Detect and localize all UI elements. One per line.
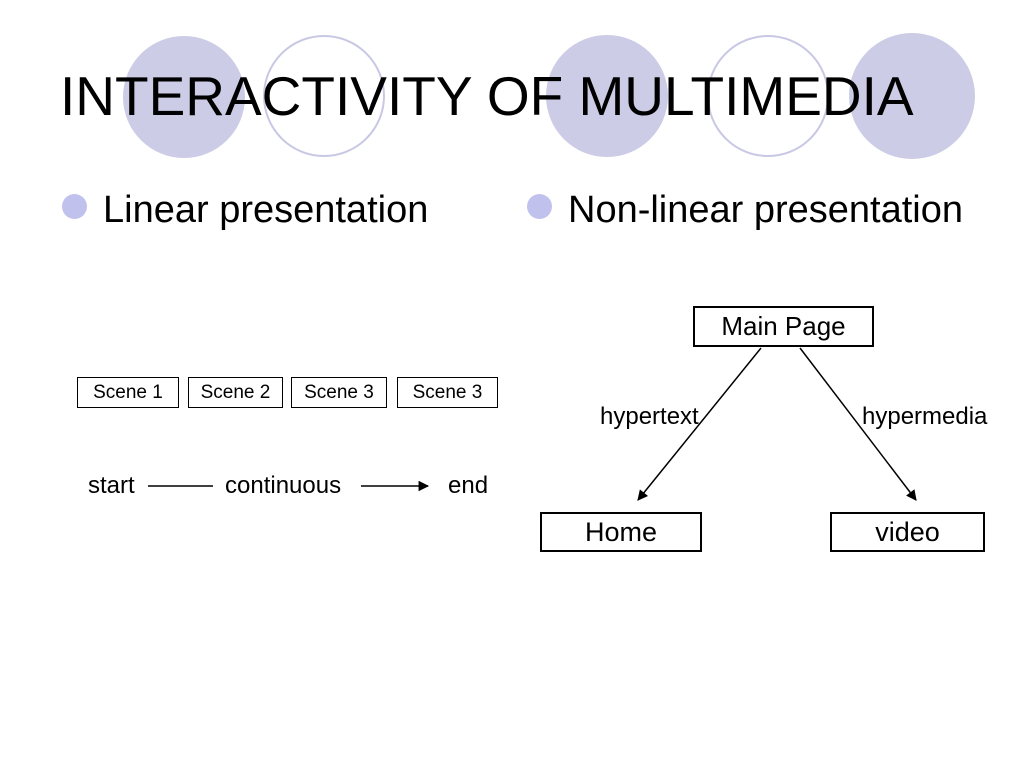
node-home: Home (540, 512, 702, 552)
flow-label-end: end (448, 472, 489, 499)
bullet-nonlinear-presentation: Non-linear presentation (568, 189, 964, 231)
decorative-circle-filled (546, 35, 668, 157)
scene-box: Scene 3 (291, 377, 387, 408)
decorative-circle-outline (707, 35, 829, 157)
scene-box: Scene 2 (188, 377, 283, 408)
slide-title: INTERACTIVITY OF MULTIMEDIA (60, 65, 914, 127)
flow-label-start: start (88, 472, 135, 499)
decorative-circle-filled (849, 33, 975, 159)
bullet-icon (527, 194, 552, 219)
edge-label-hypermedia: hypermedia (862, 403, 988, 430)
flow-label-continuous: continuous (225, 472, 342, 499)
decorative-circle-filled (123, 36, 245, 158)
node-main-page: Main Page (693, 306, 874, 347)
bullet-icon (62, 194, 87, 219)
bullet-linear-presentation: Linear presentation (103, 189, 429, 231)
node-video: video (830, 512, 985, 552)
decorative-circle-outline (263, 35, 385, 157)
scene-box: Scene 1 (77, 377, 179, 408)
scene-box: Scene 3 (397, 377, 498, 408)
edge-label-hypertext: hypertext (600, 403, 699, 430)
